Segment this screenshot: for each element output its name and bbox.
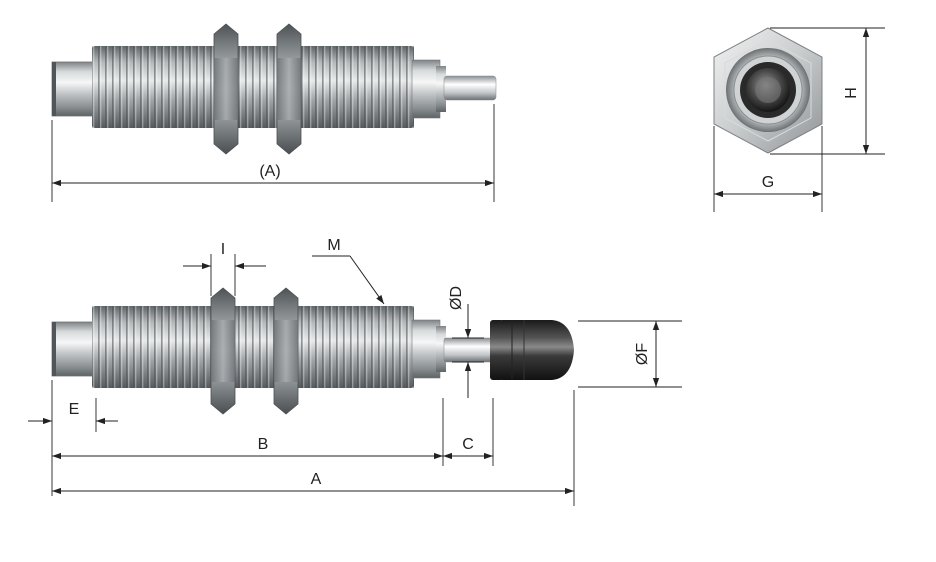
dim-overall-length: A <box>52 390 575 506</box>
dim-body-length: B <box>52 398 444 466</box>
label-body-length: B <box>258 436 269 453</box>
dim-hex-height: H <box>770 27 885 155</box>
dim-overall-ref: (A) <box>51 104 495 202</box>
piston-rod <box>443 75 497 101</box>
label-cap-diameter: ØF <box>634 343 651 365</box>
label-hex-width: G <box>762 174 774 191</box>
bottom-side-view <box>51 287 574 415</box>
lock-nut-1 <box>213 23 239 155</box>
label-overall-length: A <box>311 471 322 488</box>
piston-rod <box>443 337 495 363</box>
dim-cap-diameter: ØF <box>578 320 682 388</box>
label-stroke: C <box>462 436 474 453</box>
rear-sleeve <box>51 61 97 117</box>
label-thread: M <box>327 237 340 254</box>
dim-rod-diameter: ØD <box>448 286 484 398</box>
dim-stroke: C <box>443 398 494 466</box>
label-rod-diameter: ØD <box>448 286 465 310</box>
stopper-cap <box>490 320 574 380</box>
rear-sleeve <box>51 321 97 377</box>
lock-nut-2 <box>276 23 302 155</box>
dim-end-length: E <box>28 380 118 496</box>
end-view <box>713 27 823 154</box>
dim-hex-width: G <box>713 126 823 212</box>
dim-thread: M <box>312 237 385 305</box>
label-hex-height: H <box>843 87 860 99</box>
label-end-length: E <box>69 401 80 418</box>
dim-nut-thickness: I <box>183 241 266 296</box>
lock-nut-2 <box>273 287 299 415</box>
lock-nut-1 <box>210 287 236 415</box>
top-side-view <box>51 23 497 155</box>
label-nut-thickness: I <box>221 241 225 258</box>
label-overall-ref: (A) <box>259 163 280 180</box>
